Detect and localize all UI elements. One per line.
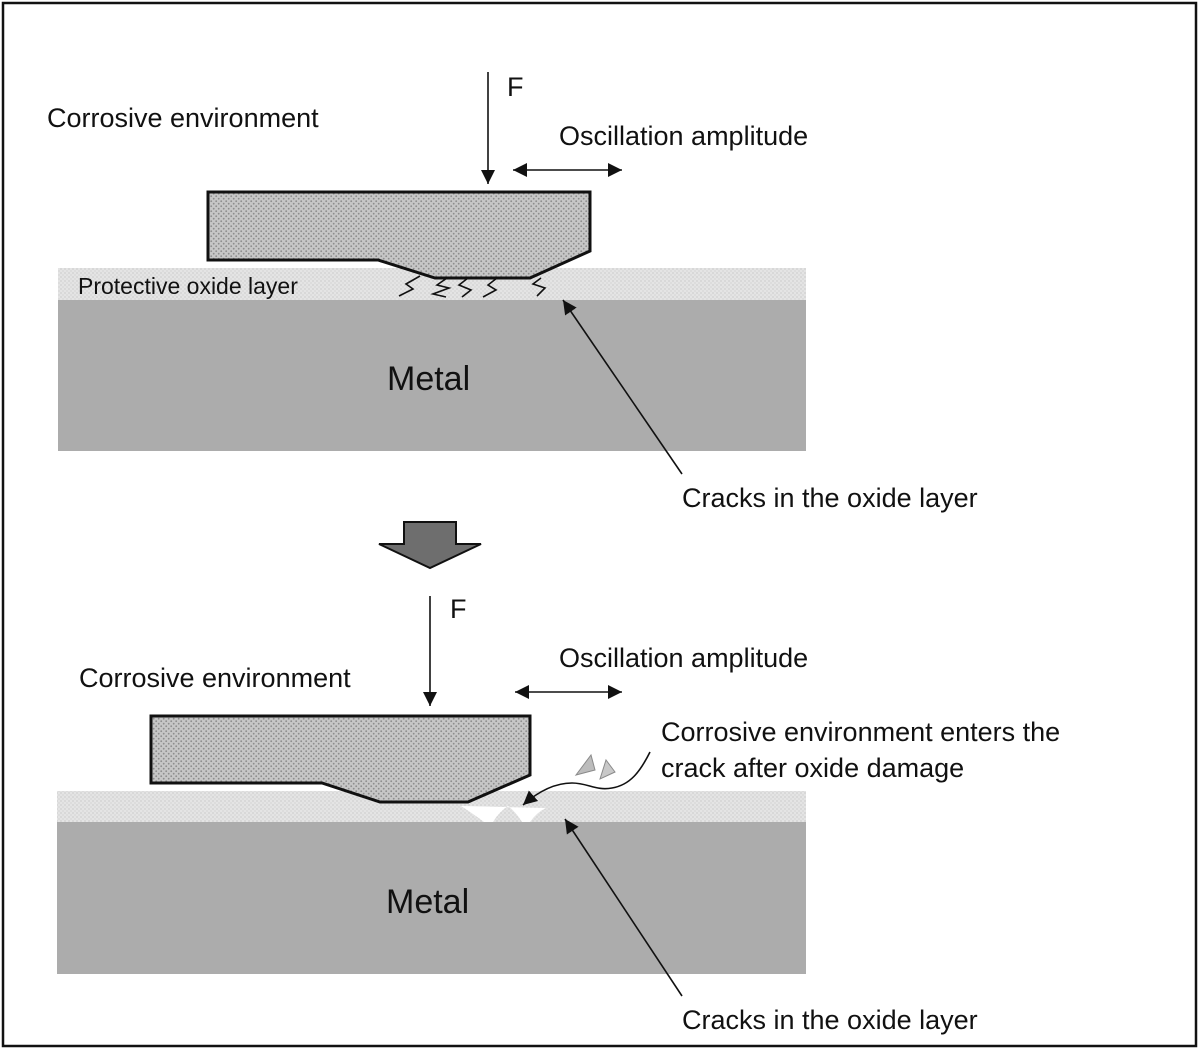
bottom-oxide-damage: [461, 806, 546, 822]
top-contact-pad: [206, 190, 592, 280]
bottom-contact-pad: [149, 714, 532, 804]
bottom-enters-label-line2: crack after oxide damage: [661, 753, 964, 783]
top-oxide-layer-label: Protective oxide layer: [78, 273, 298, 299]
top-cracks-pointer: [562, 299, 683, 475]
top-oxide-cracks: [398, 275, 547, 298]
top-cracks-label: Cracks in the oxide layer: [682, 483, 978, 513]
debris-particle: [599, 758, 616, 780]
top-force-label: F: [507, 72, 524, 102]
top-environment-label: Corrosive environment: [47, 103, 319, 133]
bottom-metal-label: Metal: [386, 883, 469, 921]
top-metal-block: [58, 300, 806, 451]
bottom-environment-label: Corrosive environment: [79, 663, 351, 693]
bottom-environment-pointer: [522, 751, 651, 806]
bottom-oscillation-label: Oscillation amplitude: [559, 643, 808, 673]
transition-down-arrow: [378, 521, 482, 570]
bottom-metal-block: [57, 822, 806, 974]
bottom-debris-particles: [574, 753, 616, 780]
top-panel: F Corrosive environment Oscillation ampl…: [47, 72, 978, 513]
bottom-force-label: F: [450, 594, 467, 624]
top-metal-label: Metal: [387, 360, 470, 398]
bottom-cracks-pointer: [564, 818, 683, 997]
bottom-cracks-label: Cracks in the oxide layer: [682, 1005, 978, 1035]
bottom-panel: F Oscillation amplitude Corrosive enviro…: [57, 594, 1060, 1035]
top-oscillation-label: Oscillation amplitude: [559, 121, 808, 151]
bottom-enters-label-line1: Corrosive environment enters the: [661, 717, 1060, 747]
debris-particle: [574, 753, 596, 776]
